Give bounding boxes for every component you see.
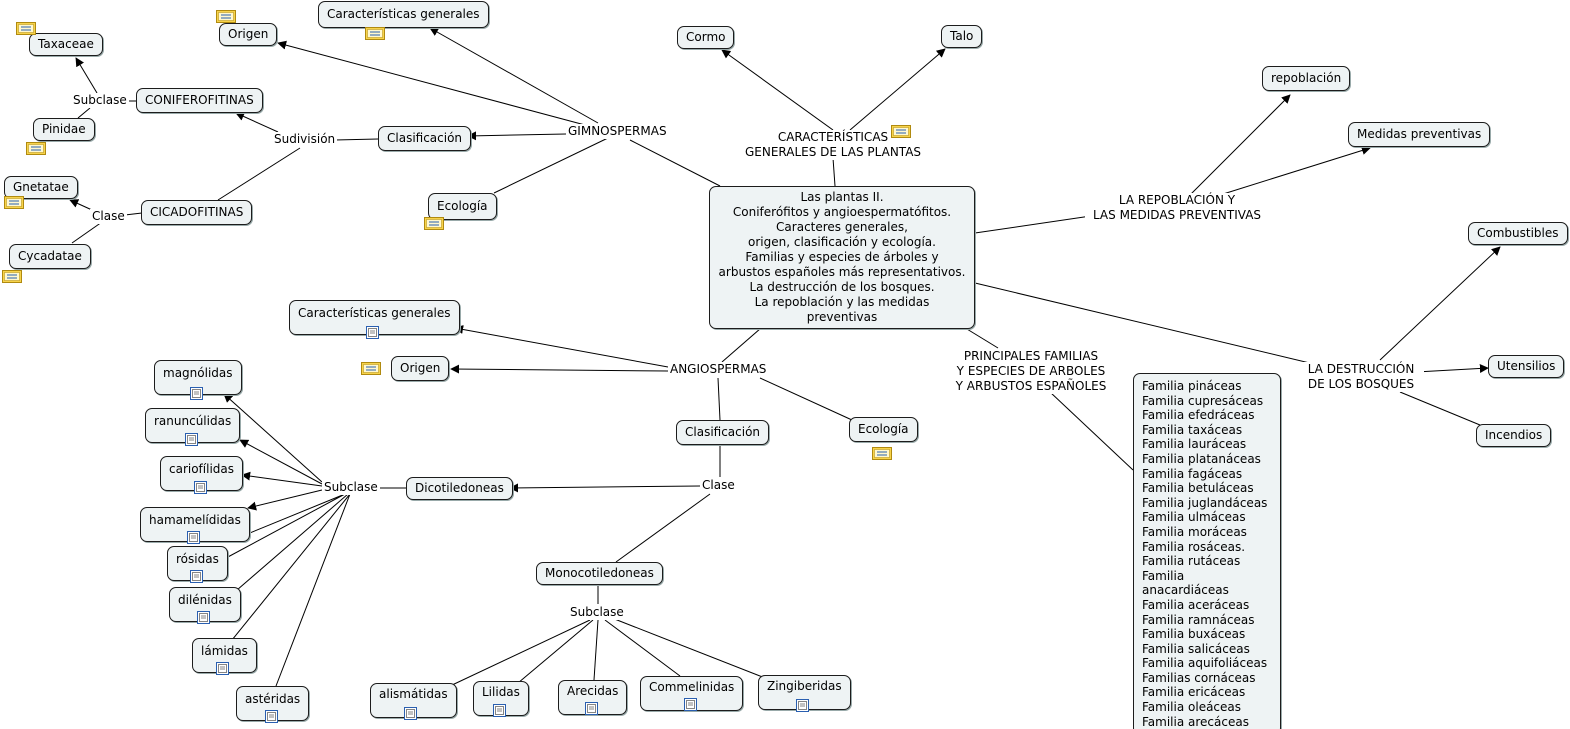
phrase-destruccion: LA DESTRUCCIÓN DE LOS BOSQUES: [1298, 362, 1424, 392]
node-cormo[interactable]: Cormo: [677, 26, 735, 49]
node-angio-ecologia[interactable]: Ecología: [849, 417, 918, 442]
node-cicadofitinas[interactable]: CICADOFITINAS: [141, 200, 253, 225]
node-angio-caracteristicas[interactable]: Características generales: [289, 300, 460, 335]
node-angio-origen[interactable]: Origen: [391, 356, 450, 381]
annotation-note-icon[interactable]: [872, 447, 892, 460]
annotation-note-icon[interactable]: [4, 196, 24, 209]
node-gimno-origen[interactable]: Origen: [219, 23, 278, 46]
phrase-subdivision: Sudivisión: [272, 132, 338, 147]
node-hamamelididas[interactable]: hamamelídidas: [140, 507, 250, 542]
annotation-note-icon[interactable]: [424, 217, 444, 230]
document-icon[interactable]: [187, 531, 200, 544]
node-repoblacion[interactable]: repoblación: [1262, 66, 1351, 91]
phrase-repoblacion: LA REPOBLACIÓN Y LAS MEDIDAS PREVENTIVAS: [1085, 193, 1269, 223]
document-icon[interactable]: [185, 433, 198, 446]
document-icon[interactable]: [585, 702, 598, 715]
node-taxaceae[interactable]: Taxaceae: [29, 33, 103, 56]
document-icon[interactable]: [216, 662, 229, 675]
node-rosidas[interactable]: rósidas: [167, 546, 228, 581]
node-pinidae[interactable]: Pinidae: [33, 118, 95, 141]
annotation-note-icon[interactable]: [361, 362, 381, 375]
annotation-note-icon[interactable]: [2, 270, 22, 283]
node-utensilios[interactable]: Utensilios: [1488, 355, 1565, 378]
node-gimno-caracteristicas[interactable]: Características generales: [318, 1, 489, 28]
document-icon[interactable]: [190, 570, 203, 583]
phrase-clase-angio: Clase: [700, 478, 737, 493]
node-cycadatae[interactable]: Cycadatae: [9, 244, 91, 269]
document-icon[interactable]: [796, 699, 809, 712]
document-icon[interactable]: [493, 704, 506, 717]
node-monocotiledoneas[interactable]: Monocotiledoneas: [536, 562, 663, 585]
annotation-note-icon[interactable]: [891, 125, 911, 138]
document-icon[interactable]: [404, 707, 417, 720]
phrase-gimnospermas: GIMNOSPERMAS: [566, 124, 669, 139]
document-icon[interactable]: [684, 698, 697, 711]
node-combustibles[interactable]: Combustibles: [1468, 222, 1568, 245]
node-gnetatae[interactable]: Gnetatae: [4, 176, 78, 199]
annotation-note-icon[interactable]: [16, 22, 36, 35]
node-gimno-ecologia[interactable]: Ecología: [428, 193, 497, 220]
phrase-subclase-mono: Subclase: [568, 605, 626, 620]
annotation-note-icon[interactable]: [26, 142, 46, 155]
phrase-clase-gimno: Clase: [90, 209, 127, 224]
node-talo[interactable]: Talo: [941, 25, 983, 48]
document-icon[interactable]: [366, 326, 379, 339]
node-gimno-clasificacion[interactable]: Clasificación: [378, 126, 472, 151]
document-icon[interactable]: [265, 710, 278, 723]
document-icon[interactable]: [194, 481, 207, 494]
annotation-note-icon[interactable]: [365, 27, 385, 40]
node-lamidas[interactable]: lámidas: [192, 638, 257, 673]
node-medidas-preventivas[interactable]: Medidas preventivas: [1348, 122, 1491, 147]
phrase-subclase-gimno: Subclase: [71, 93, 129, 108]
phrase-familias: PRINCIPALES FAMILIAS Y ESPECIES DE ARBOL…: [948, 349, 1114, 394]
document-icon[interactable]: [190, 387, 203, 400]
node-angio-clasificacion[interactable]: Clasificación: [676, 420, 770, 445]
annotation-note-icon[interactable]: [216, 10, 236, 23]
central-topic[interactable]: Las plantas II. Coniferófitos y angioesp…: [709, 186, 975, 329]
node-incendios[interactable]: Incendios: [1476, 424, 1552, 447]
node-familias-list[interactable]: Familia pináceas Familia cupresáceas Fam…: [1133, 373, 1281, 729]
document-icon[interactable]: [197, 611, 210, 624]
phrase-subclase-dico: Subclase: [322, 480, 380, 495]
node-coniferofitinas[interactable]: CONIFEROFITINAS: [136, 88, 263, 113]
phrase-angiospermas: ANGIOSPERMAS: [668, 362, 769, 377]
node-dicotiledoneas[interactable]: Dicotiledoneas: [406, 477, 513, 500]
